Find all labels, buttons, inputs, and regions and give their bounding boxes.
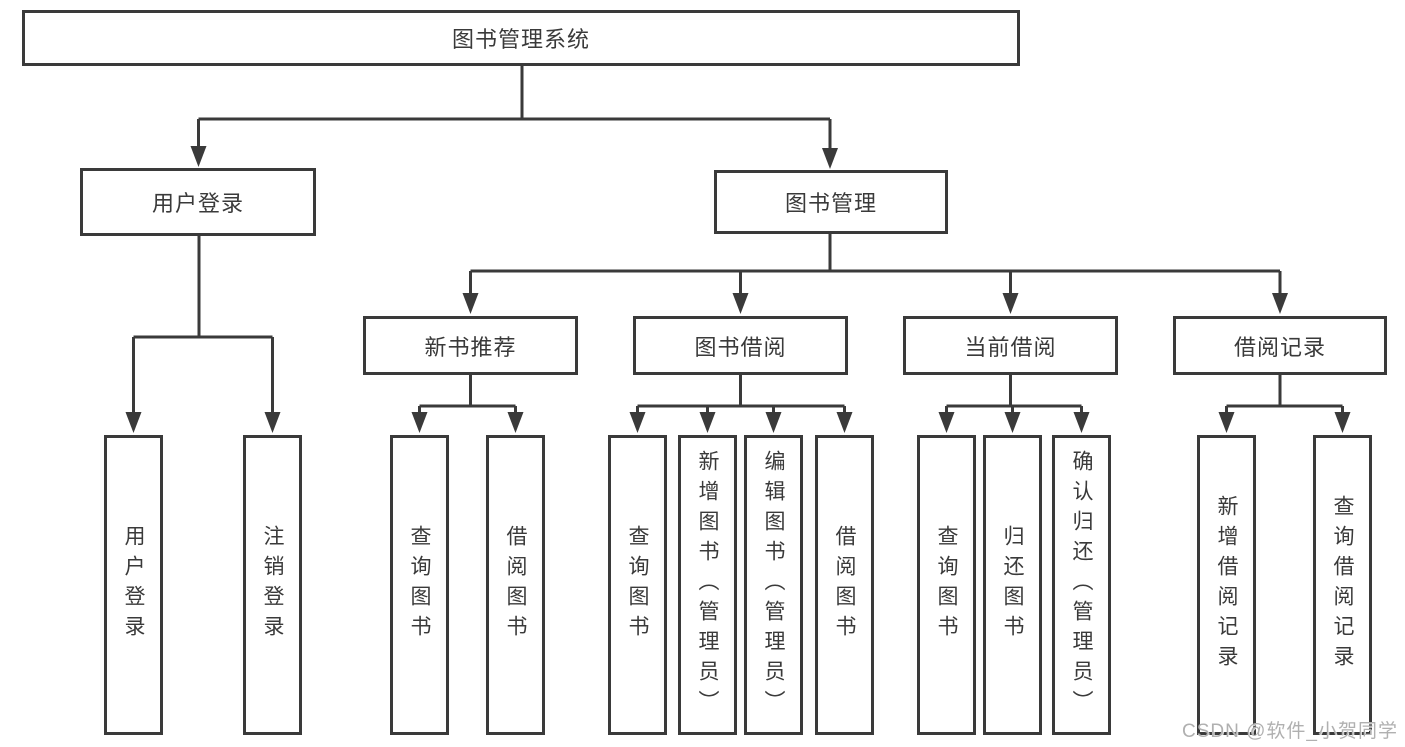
leaf-query-books-recommend: 查询图书 [390,435,449,735]
node-current-borrow: 当前借阅 [903,316,1118,375]
leaf-edit-books-admin-label: 编辑图书（管理员） [762,450,785,720]
node-borrow-records: 借阅记录 [1173,316,1387,375]
node-new-book-recommend: 新书推荐 [363,316,578,375]
watermark: CSDN @软件_小贺同学 [1182,721,1398,742]
node-new-book-recommend-label: 新书推荐 [424,334,517,360]
leaf-logout-label: 注销登录 [261,525,284,645]
node-borrow-records-label: 借阅记录 [1233,334,1326,360]
leaf-query-books-current: 查询图书 [917,435,976,735]
leaf-query-books-recommend-label: 查询图书 [408,525,431,645]
leaf-return-books: 归还图书 [983,435,1042,735]
leaf-logout: 注销登录 [243,435,302,735]
leaf-borrow-books-borrow-label: 借阅图书 [833,525,856,645]
leaf-query-borrow-record: 查询借阅记录 [1313,435,1372,735]
node-book-management: 图书管理 [714,170,948,234]
node-current-borrow-label: 当前借阅 [964,334,1057,360]
node-book-management-label: 图书管理 [784,191,877,216]
leaf-return-books-label: 归还图书 [1001,525,1024,645]
leaf-user-login-label: 用户登录 [122,525,145,645]
leaf-query-books-borrow-label: 查询图书 [626,525,649,645]
leaf-query-borrow-record-label: 查询借阅记录 [1331,495,1354,675]
leaf-add-books-admin: 新增图书（管理员） [678,435,737,735]
leaf-borrow-books-recommend: 借阅图书 [486,435,545,735]
leaf-add-borrow-record: 新增借阅记录 [1197,435,1256,735]
node-root-label: 图书管理系统 [451,27,590,52]
leaf-query-books-borrow: 查询图书 [608,435,667,735]
leaf-borrow-books-borrow: 借阅图书 [815,435,874,735]
leaf-query-books-current-label: 查询图书 [935,525,958,645]
leaf-borrow-books-recommend-label: 借阅图书 [504,525,527,645]
leaf-edit-books-admin: 编辑图书（管理员） [744,435,803,735]
node-book-borrow: 图书借阅 [633,316,848,375]
leaf-add-books-admin-label: 新增图书（管理员） [696,450,719,720]
leaf-confirm-return-admin-label: 确认归还（管理员） [1070,450,1093,720]
node-book-borrow-label: 图书借阅 [694,334,787,360]
node-root: 图书管理系统 [22,10,1020,66]
node-user-login-label: 用户登录 [151,191,244,216]
node-user-login: 用户登录 [80,168,316,236]
leaf-user-login: 用户登录 [104,435,163,735]
leaf-add-borrow-record-label: 新增借阅记录 [1215,495,1238,675]
leaf-confirm-return-admin: 确认归还（管理员） [1052,435,1111,735]
